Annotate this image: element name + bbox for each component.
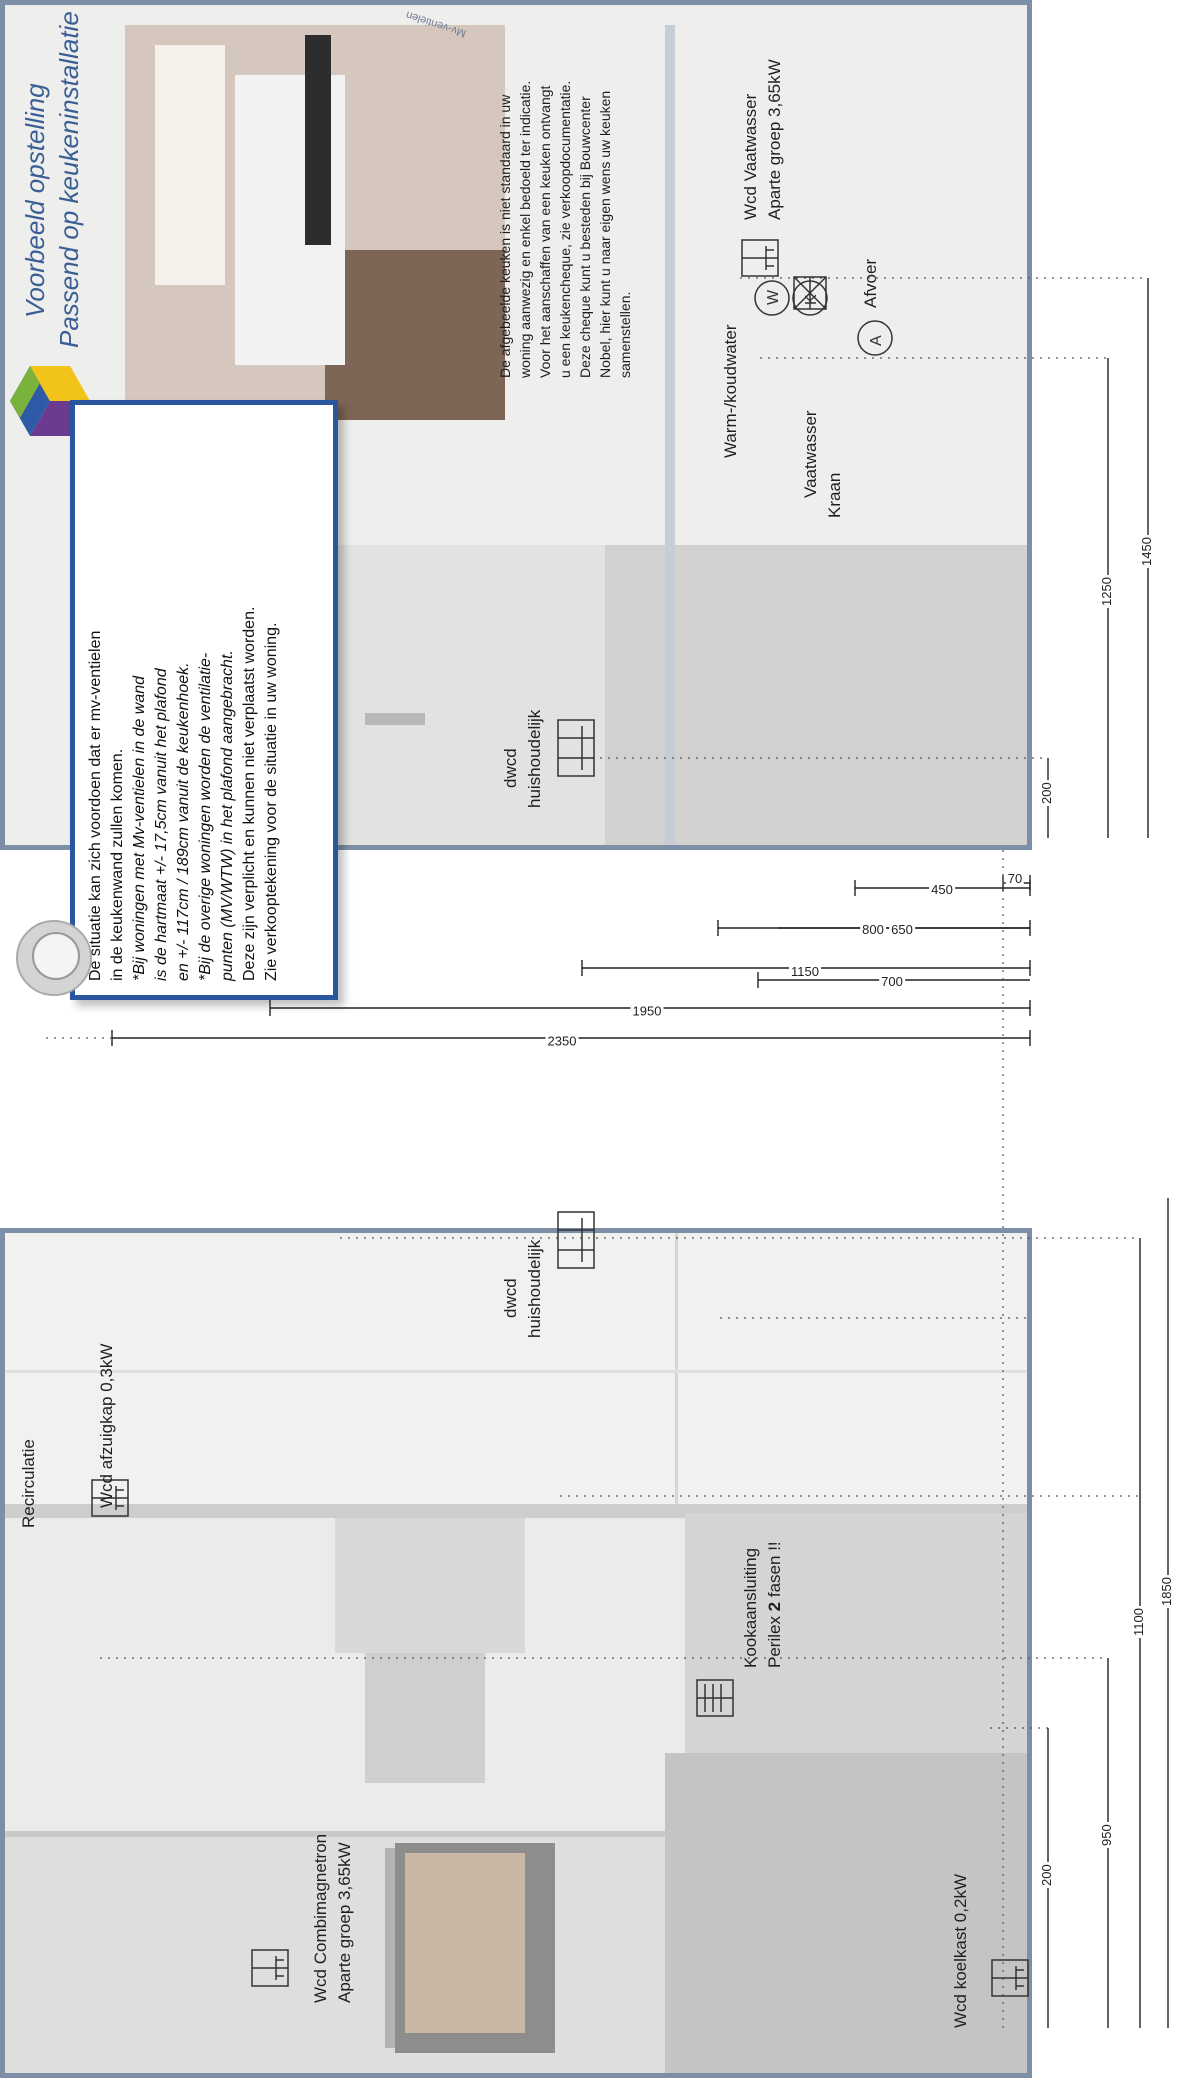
dim-left-1850: 1850 bbox=[1159, 1575, 1174, 1608]
label-kook-2: Perilex 2 fasen !! bbox=[764, 1541, 786, 1668]
vaatwasser-outlet-icon bbox=[741, 239, 779, 277]
combimagnetron-outlet-icon bbox=[251, 1949, 289, 1987]
label-wcd-combi-1: Wcd Combimagnetron bbox=[311, 1833, 330, 2003]
label-kook-2b: 2 bbox=[765, 1601, 784, 1612]
koelkast-outlet-icon bbox=[991, 1959, 1029, 1997]
label-afvoer: Afvoer bbox=[861, 258, 880, 308]
label-wcd-vaatwasser-2: Aparte groep 3,65kW bbox=[765, 59, 784, 220]
dwcd-right-outlet-icon bbox=[557, 719, 595, 777]
dim-800: 800 bbox=[860, 922, 886, 938]
label-wcd-combi-2: Aparte groep 3,65kW bbox=[335, 1842, 354, 2003]
dim-2350: 2350 bbox=[545, 1033, 579, 1049]
label-dwcd-right-2: huishoudelijk bbox=[525, 709, 544, 808]
label-kook-1: Kookaansluiting bbox=[741, 1547, 760, 1668]
label-dwcd-left-1: dwcd bbox=[501, 1278, 520, 1318]
label-wcd-afzuigkap: Wcd afzuigkap 0,3kW bbox=[97, 1343, 116, 1508]
dim-1950: 1950 bbox=[630, 1003, 664, 1019]
kookaansluiting-icon bbox=[696, 1679, 734, 1717]
label-recirculatie: Recirculatie bbox=[19, 1439, 38, 1528]
label-wcd-vaatwasser-1: Wcd Vaatwasser bbox=[741, 93, 760, 220]
dim-1150: 1150 bbox=[789, 964, 821, 980]
dwcd-left-outlet-icon bbox=[557, 1211, 595, 1269]
dim-700: 700 bbox=[879, 974, 905, 990]
label-vaatwasser-1: Vaatwasser bbox=[801, 410, 820, 498]
label-warm-koud: Warm-/koudwater bbox=[721, 324, 740, 458]
vaatwasser-kraan-icon bbox=[793, 276, 827, 310]
label-dwcd-right-1: dwcd bbox=[501, 748, 520, 788]
dim-450: 450 bbox=[929, 882, 955, 898]
dim-left-1100: 1100 bbox=[1131, 1606, 1146, 1638]
label-wcd-koelkast: Wcd koelkast 0,2kW bbox=[951, 1874, 970, 2028]
dim-right-200: 200 bbox=[1039, 780, 1054, 806]
label-kook-2c: fasen !! bbox=[765, 1541, 784, 1602]
dim-right-1250: 1250 bbox=[1099, 575, 1114, 608]
svg-text:K: K bbox=[803, 294, 820, 305]
dim-650: 650 bbox=[889, 922, 915, 938]
label-vaatwasser-2: Kraan bbox=[825, 472, 844, 518]
label-dwcd-left-2: huishoudelijk bbox=[525, 1239, 544, 1338]
svg-text:A: A bbox=[868, 335, 885, 346]
dim-right-1450: 1450 bbox=[1139, 535, 1154, 568]
svg-text:W: W bbox=[765, 289, 782, 305]
dim-left-200: 200 bbox=[1039, 1862, 1054, 1888]
dim-70: 70 bbox=[1005, 870, 1025, 886]
label-kook-2a: Perilex bbox=[765, 1611, 784, 1668]
afvoer-icon: A bbox=[857, 320, 893, 356]
dim-left-950: 950 bbox=[1099, 1822, 1114, 1848]
afzuigkap-outlet-icon bbox=[91, 1479, 129, 1517]
